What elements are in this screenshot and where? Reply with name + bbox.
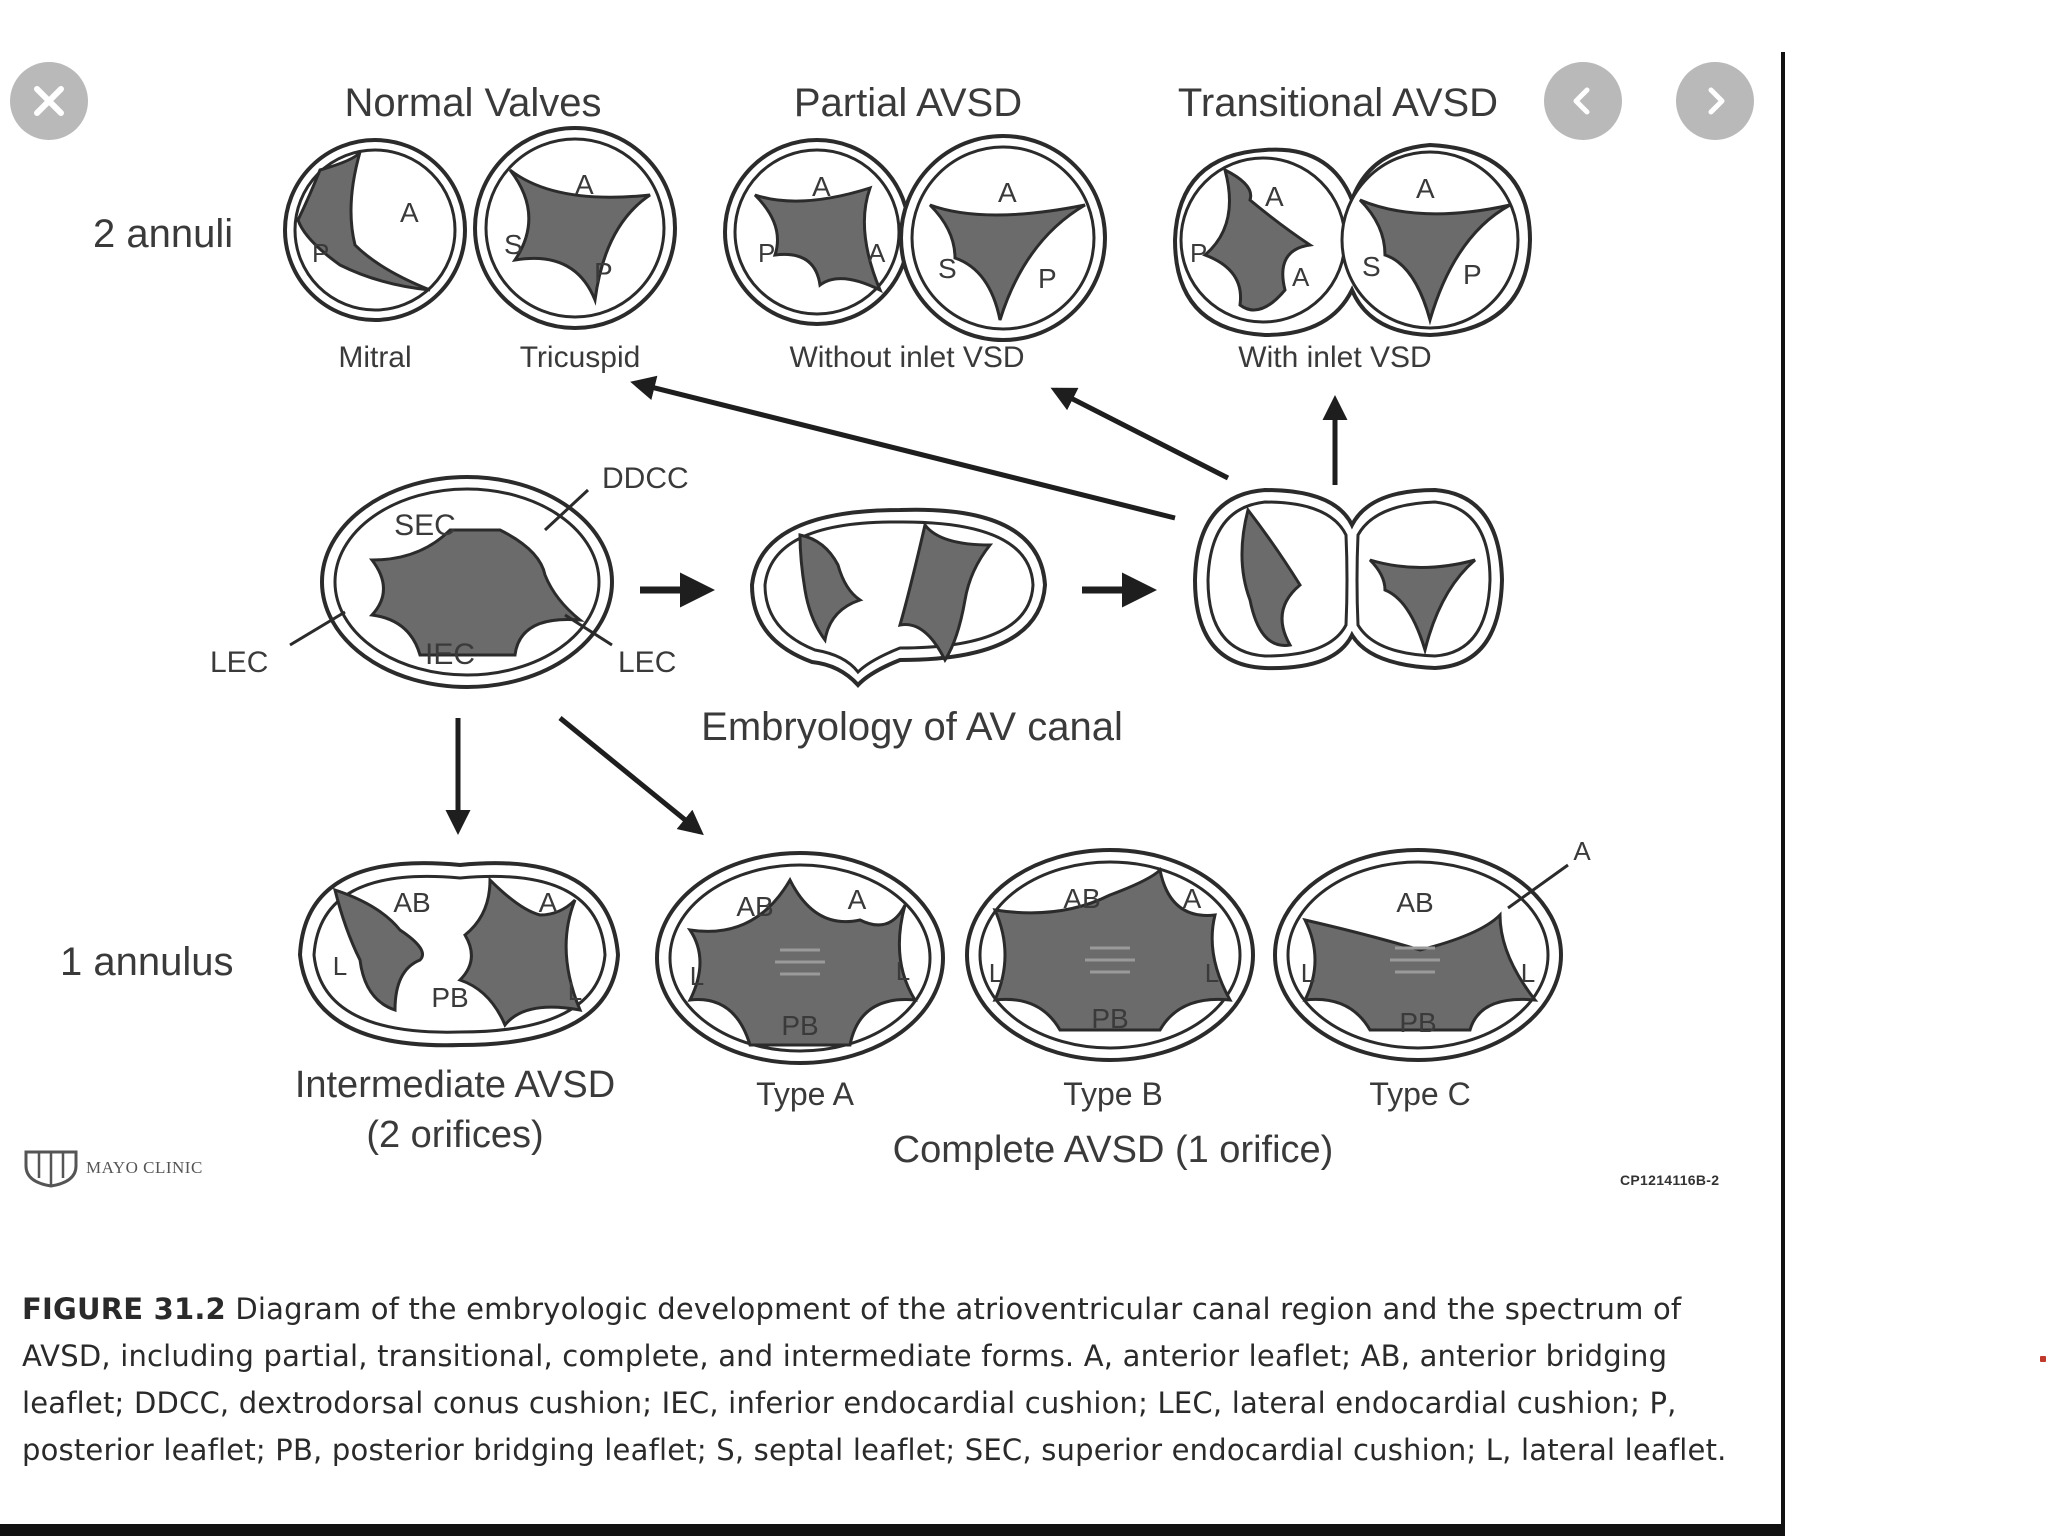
transitional-leaflet-p-left: P <box>1190 238 1207 268</box>
type-b-leaflet-l-left: L <box>989 958 1003 988</box>
type-a-leaflet-pb: PB <box>781 1010 818 1041</box>
partial-avsd-valves: A P A A S P <box>723 134 1107 342</box>
caption-figure-number: FIGURE 31.2 <box>22 1292 226 1326</box>
caption-text: Diagram of the embryologic development o… <box>22 1292 1727 1467</box>
chevron-left-icon <box>1573 87 1590 115</box>
intermediate-leaflet-a: A <box>539 887 558 918</box>
type-b-leaflet-a: A <box>1183 883 1202 914</box>
type-c-leaflet-a: A <box>1573 836 1591 866</box>
close-icon <box>34 86 64 116</box>
type-a-leaflet-l-left: L <box>690 961 704 991</box>
tricuspid-leaflet-a: A <box>575 169 594 200</box>
mayo-clinic-logo: MAYO CLINIC <box>22 1148 203 1188</box>
type-a-leaflet-a: A <box>848 884 867 915</box>
viewer-bottom-border <box>0 1524 1785 1536</box>
figure-caption: FIGURE 31.2 Diagram of the embryologic d… <box>22 1286 1762 1474</box>
row-label-1-annulus: 1 annulus <box>60 940 233 984</box>
type-c-leaflet-pb: PB <box>1399 1007 1436 1038</box>
label-type-a: Type A <box>756 1076 855 1112</box>
tricuspid-valve: A S P <box>473 126 677 330</box>
transitional-leaflet-s: S <box>1362 251 1381 282</box>
mitral-leaflet-p: P <box>312 238 329 268</box>
type-b-leaflet-ab: AB <box>1063 883 1100 914</box>
intermediate-embryo-canal <box>749 507 1048 688</box>
label-lec-right: LEC <box>618 646 676 679</box>
transitional-leaflet-a-mid: A <box>1292 262 1310 292</box>
edge-marker <box>2040 1356 2046 1362</box>
row-label-2-annuli: 2 annuli <box>93 212 233 256</box>
close-button[interactable] <box>10 62 88 140</box>
partial-leaflet-a-left: A <box>812 171 831 202</box>
label-type-c: Type C <box>1369 1076 1470 1112</box>
header-transitional-avsd: Transitional AVSD <box>1178 81 1498 125</box>
label-without-inlet-vsd: Without inlet VSD <box>789 341 1024 374</box>
tricuspid-leaflet-p: P <box>594 257 613 288</box>
type-a-leaflet-l-right: L <box>896 956 910 986</box>
transitional-embryo-canal <box>1192 487 1505 671</box>
shield-icon <box>24 1150 78 1188</box>
type-c-valve: AB A L L PB <box>1273 836 1591 1062</box>
label-intermediate-orifices: (2 orifices) <box>366 1114 543 1156</box>
tricuspid-leaflet-s: S <box>504 229 523 260</box>
type-a-valve: AB A L L PB <box>655 851 945 1065</box>
label-mitral: Mitral <box>338 341 411 374</box>
figure-code: CP1214116B-2 <box>1620 1172 1720 1188</box>
transitional-leaflet-p-right: P <box>1463 259 1482 290</box>
mitral-leaflet-a: A <box>400 197 419 228</box>
label-with-inlet-vsd: With inlet VSD <box>1238 341 1431 374</box>
partial-leaflet-a-right: A <box>998 177 1017 208</box>
transitional-leaflet-a-right: A <box>1416 173 1435 204</box>
transitional-avsd-valves: A P A A S P <box>1172 142 1533 338</box>
type-c-leaflet-ab: AB <box>1396 887 1433 918</box>
intermediate-leaflet-l-right: L <box>568 976 582 1006</box>
type-c-leaflet-l-left: L <box>1301 958 1315 988</box>
embryonic-av-canal: SEC IEC DDCC LEC LEC <box>210 462 689 689</box>
type-b-valve: AB A L L PB <box>965 848 1255 1062</box>
header-partial-avsd: Partial AVSD <box>794 81 1022 125</box>
partial-leaflet-p-right: P <box>1038 263 1057 294</box>
header-normal-valves: Normal Valves <box>344 81 601 125</box>
label-lec-left: LEC <box>210 646 268 679</box>
partial-leaflet-a-mid: A <box>868 238 886 268</box>
embryology-title: Embryology of AV canal <box>701 705 1123 749</box>
transitional-leaflet-a-left: A <box>1265 181 1284 212</box>
partial-leaflet-p-left: P <box>758 238 775 268</box>
type-a-leaflet-ab: AB <box>736 891 773 922</box>
label-ddcc: DDCC <box>602 462 689 495</box>
label-tricuspid: Tricuspid <box>520 341 641 374</box>
type-b-leaflet-l-right: L <box>1205 958 1219 988</box>
partial-leaflet-s: S <box>938 253 957 284</box>
next-image-button[interactable] <box>1676 62 1754 140</box>
label-iec: IEC <box>425 638 475 671</box>
label-sec: SEC <box>394 509 456 542</box>
type-c-leaflet-l-right: L <box>1521 958 1535 988</box>
intermediate-avsd-valve: AB A L PB L <box>297 861 621 1048</box>
logo-text: MAYO CLINIC <box>86 1158 203 1177</box>
viewer-right-border <box>1781 52 1785 1536</box>
chevron-right-icon <box>1708 87 1725 115</box>
mitral-valve: A P <box>283 138 467 322</box>
label-intermediate-avsd: Intermediate AVSD <box>295 1064 615 1106</box>
type-b-leaflet-pb: PB <box>1091 1003 1128 1034</box>
intermediate-leaflet-l-left: L <box>333 951 347 981</box>
previous-image-button[interactable] <box>1544 62 1622 140</box>
label-complete-avsd: Complete AVSD (1 orifice) <box>893 1129 1334 1171</box>
label-type-b: Type B <box>1063 1076 1163 1112</box>
avsd-figure: Normal Valves Partial AVSD Transitional … <box>60 81 1591 1171</box>
intermediate-leaflet-ab: AB <box>393 887 430 918</box>
intermediate-leaflet-pb: PB <box>431 982 468 1013</box>
